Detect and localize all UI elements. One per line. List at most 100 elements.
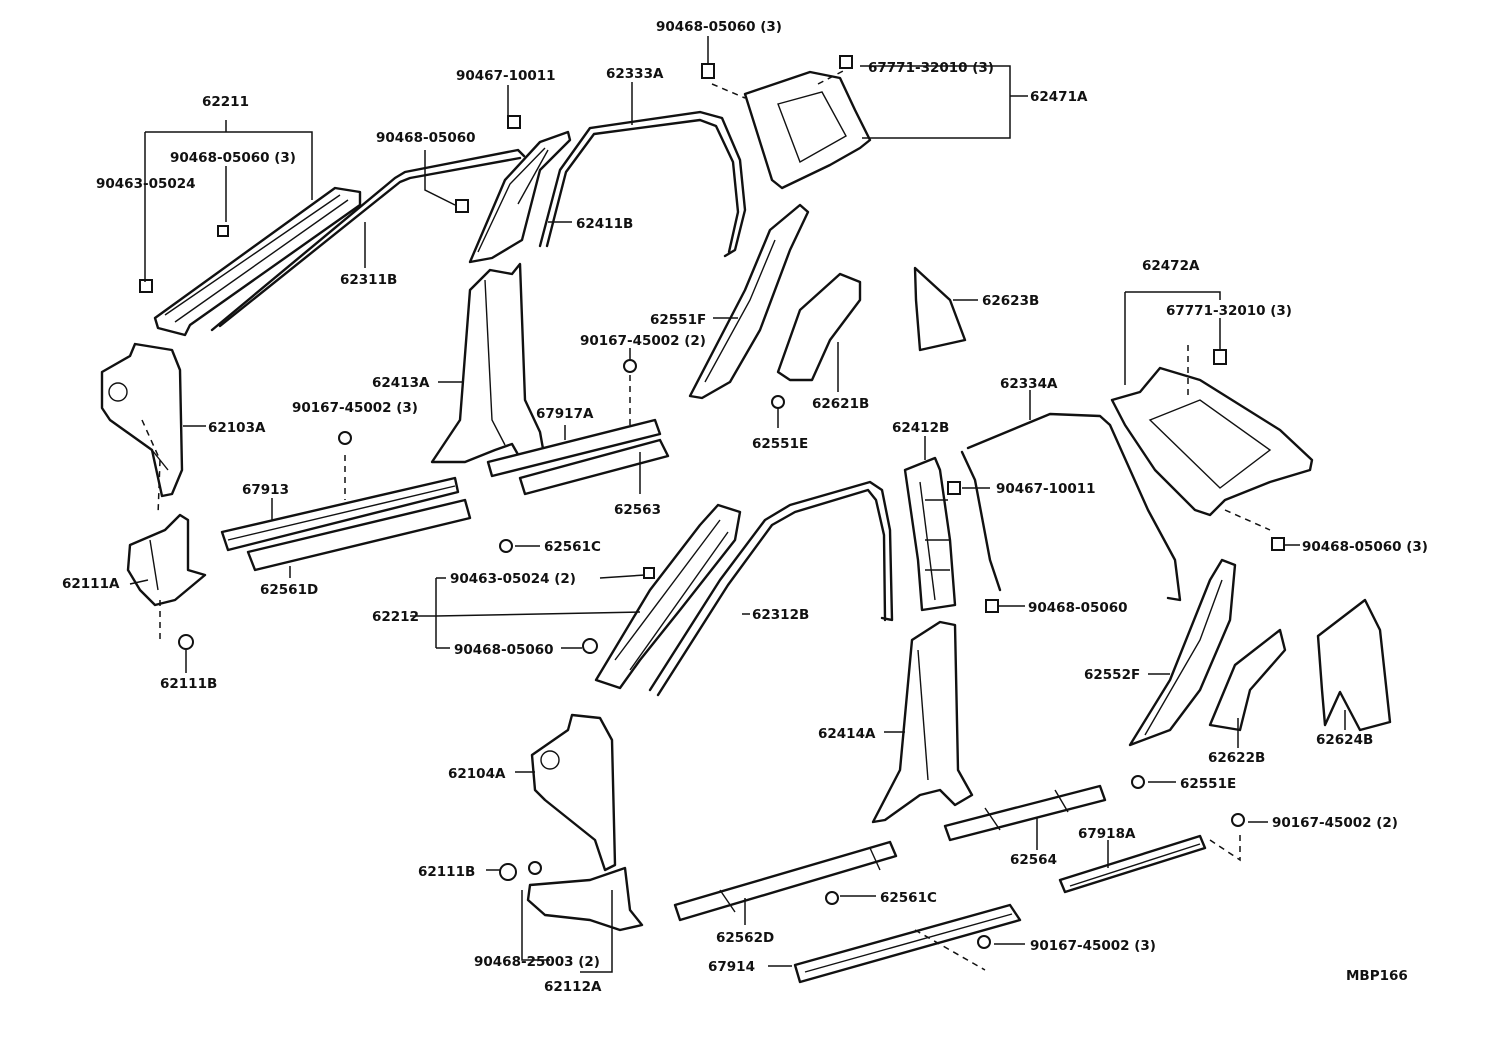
label-62624B[interactable]: 62624B [1316, 732, 1373, 748]
label-90468-05060-3-a[interactable]: 90468-05060 (3) [170, 150, 296, 166]
rear-scuff-plate-lower [1058, 834, 1241, 894]
clip-12 [643, 567, 655, 579]
label-90167-45002-2-b[interactable]: 90167-45002 (2) [1272, 815, 1398, 831]
screw-3 [1231, 813, 1245, 827]
label-62212[interactable]: 62212 [372, 609, 419, 625]
label-90167-45002-3-a[interactable]: 90167-45002 (3) [292, 400, 418, 416]
label-62471A[interactable]: 62471A [1030, 89, 1088, 105]
label-90167-45002-3-b[interactable]: 90167-45002 (3) [1030, 938, 1156, 954]
clip-13 [582, 638, 598, 654]
label-90468-05060-3-c[interactable]: 90468-05060 (3) [1302, 539, 1428, 555]
clip-7 [771, 395, 785, 409]
label-62564[interactable]: 62564 [1010, 852, 1057, 868]
label-90463-05024[interactable]: 90463-05024 [96, 176, 196, 192]
label-62333A[interactable]: 62333A [606, 66, 664, 82]
label-62414A[interactable]: 62414A [818, 726, 876, 742]
label-62472A[interactable]: 62472A [1142, 258, 1200, 274]
label-90468-05060-a[interactable]: 90468-05060 [376, 130, 476, 146]
rear-weatherstrip [960, 412, 1182, 602]
label-90468-25003-2[interactable]: 90468-25003 (2) [474, 954, 600, 970]
label-90467-10011-b[interactable]: 90467-10011 [996, 481, 1096, 497]
diagram-code: MBP166 [1346, 968, 1408, 984]
label-62111B-b[interactable]: 62111B [418, 864, 475, 880]
cowl-bracket-front [126, 513, 207, 650]
label-67914[interactable]: 67914 [708, 959, 755, 975]
label-67771-32010-3-b[interactable]: 67771-32010 (3) [1166, 303, 1292, 319]
label-62103A[interactable]: 62103A [208, 420, 266, 436]
cowl-side-trim-rear [530, 713, 617, 872]
label-62563[interactable]: 62563 [614, 502, 661, 518]
wheelhouse-cover-rear [1208, 628, 1287, 732]
label-67917A[interactable]: 67917A [536, 406, 594, 422]
clip-11 [1271, 537, 1285, 551]
cowl-bracket-rear [499, 861, 644, 932]
clip-2 [507, 115, 521, 129]
center-pillar-upper [468, 130, 572, 264]
quarter-pillar-rear [1128, 558, 1237, 747]
label-67918A[interactable]: 67918A [1078, 826, 1136, 842]
label-62104A[interactable]: 62104A [448, 766, 506, 782]
quarter-pillar-front [688, 203, 810, 400]
clip-8 [499, 539, 513, 553]
label-62111A[interactable]: 62111A [62, 576, 120, 592]
label-90463-05024-2[interactable]: 90463-05024 (2) [450, 571, 576, 587]
center-pillar-trim [903, 456, 957, 612]
front-scuff-plate [220, 455, 472, 572]
clip-1 [701, 63, 715, 79]
label-62412B[interactable]: 62412B [892, 420, 949, 436]
rear-cover-panel [1316, 598, 1392, 732]
label-62311B[interactable]: 62311B [340, 272, 397, 288]
quarter-trim-upper [711, 69, 872, 190]
screw-1 [623, 359, 637, 373]
rear-step-cover [943, 784, 1107, 842]
quarter-cover-small [913, 266, 967, 352]
front-pillar-assy-lower [594, 503, 742, 690]
rear-scuff-plate-upper [486, 375, 670, 496]
center-pillar-lower [871, 620, 974, 824]
cowl-side-trim-front [100, 342, 184, 516]
clip-5 [139, 279, 153, 293]
label-90468-05060-b[interactable]: 90468-05060 [1028, 600, 1128, 616]
label-62561C-b[interactable]: 62561C [880, 890, 937, 906]
center-weatherstrip [648, 480, 894, 697]
label-62562D[interactable]: 62562D [716, 930, 774, 946]
screw-4 [977, 935, 991, 949]
clip-14 [985, 599, 999, 613]
front-weatherstrip [210, 148, 526, 332]
label-67771-32010-3-a[interactable]: 67771-32010 (3) [868, 60, 994, 76]
clip-16 [825, 891, 839, 905]
label-62622B[interactable]: 62622B [1208, 750, 1265, 766]
label-62413A[interactable]: 62413A [372, 375, 430, 391]
label-62334A[interactable]: 62334A [1000, 376, 1058, 392]
label-67913[interactable]: 67913 [242, 482, 289, 498]
label-90468-05060-c[interactable]: 90468-05060 [454, 642, 554, 658]
label-62551F[interactable]: 62551F [650, 312, 706, 328]
label-62551E-a[interactable]: 62551E [752, 436, 808, 452]
label-62111B-a[interactable]: 62111B [160, 676, 217, 692]
wheelhouse-cover [776, 272, 862, 382]
clip-9 [1213, 349, 1227, 365]
label-62551E-b[interactable]: 62551E [1180, 776, 1236, 792]
label-62621B[interactable]: 62621B [812, 396, 869, 412]
clip-4 [217, 225, 229, 237]
label-90467-10011-a[interactable]: 90467-10011 [456, 68, 556, 84]
label-62561C-a[interactable]: 62561C [544, 539, 601, 555]
label-90167-45002-2-a[interactable]: 90167-45002 (2) [580, 333, 706, 349]
screw-2 [338, 431, 352, 445]
label-90468-05060-3-b[interactable]: 90468-05060 (3) [656, 19, 782, 35]
clip-15 [1131, 775, 1145, 789]
label-62561D[interactable]: 62561D [260, 582, 318, 598]
center-scuff-plate [793, 903, 1022, 984]
label-62411B[interactable]: 62411B [576, 216, 633, 232]
clip-10 [947, 481, 961, 495]
clip-3 [455, 199, 469, 213]
label-62211[interactable]: 62211 [202, 94, 249, 110]
label-62312B[interactable]: 62312B [752, 607, 809, 623]
part-labels: 62211 90468-05060 (3) 90463-05024 62311B… [62, 19, 1428, 995]
label-62623B[interactable]: 62623B [982, 293, 1039, 309]
leader-lines [129, 36, 1346, 973]
part-drawings [100, 55, 1392, 984]
label-62112A[interactable]: 62112A [544, 979, 602, 995]
label-62552F[interactable]: 62552F [1084, 667, 1140, 683]
